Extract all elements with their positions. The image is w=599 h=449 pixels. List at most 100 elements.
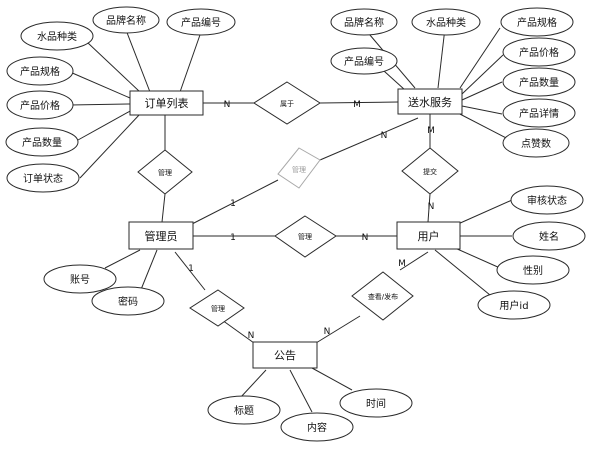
attribute-label: 产品数量 <box>22 136 62 149</box>
cardinality-label: 1 <box>230 233 236 243</box>
connector <box>399 251 429 271</box>
connector <box>221 319 255 344</box>
entity-user: 用户 <box>396 221 461 250</box>
attribute-service-brand-name: 品牌名称 <box>330 8 398 36</box>
attribute-label: 产品规格 <box>517 16 557 29</box>
attribute-notice-time: 时间 <box>339 388 413 418</box>
connector <box>104 249 141 269</box>
connector <box>311 367 353 391</box>
relationship-manage-notice: 管理 <box>189 289 245 327</box>
attribute-service-product-detail: 产品详情 <box>502 98 576 128</box>
relationship-label: 管理 <box>211 304 225 313</box>
entity-order-list: 订单列表 <box>129 90 204 116</box>
entity-notice: 公告 <box>252 341 318 369</box>
connector <box>77 109 133 141</box>
relationship-belongs: 属于 <box>253 81 321 125</box>
relationship-label: 管理 <box>158 168 172 177</box>
attribute-service-water-type: 水品种类 <box>411 8 481 36</box>
cardinality-label: M <box>398 259 406 269</box>
cardinality-label: N <box>248 331 255 341</box>
relationship-manage-service: 管理 <box>277 147 321 189</box>
entity-label: 送水服务 <box>408 95 452 109</box>
cardinality-label: N <box>362 233 369 243</box>
attribute-label: 产品详情 <box>519 107 559 120</box>
attribute-order-water-type: 水品种类 <box>20 21 94 51</box>
cardinality-label: N <box>381 131 388 141</box>
attribute-label: 审核状态 <box>527 194 567 207</box>
attribute-label: 产品规格 <box>20 65 60 78</box>
connector <box>69 103 131 106</box>
cardinality-label: N <box>428 202 435 212</box>
connector <box>139 249 158 293</box>
attribute-service-product-id: 产品编号 <box>330 47 398 75</box>
entity-label: 管理员 <box>145 229 178 243</box>
connector <box>239 369 267 399</box>
entity-delivery-service: 送水服务 <box>397 88 463 115</box>
attribute-notice-title: 标题 <box>207 395 281 425</box>
relationship-submit: 提交 <box>401 147 459 195</box>
attribute-label: 产品编号 <box>181 16 221 29</box>
attribute-order-brand-name: 品牌名称 <box>92 6 160 34</box>
relationship-label: 管理 <box>298 232 312 241</box>
attribute-order-status: 订单状态 <box>6 163 80 193</box>
connector <box>454 247 501 269</box>
connector <box>191 179 279 225</box>
connector <box>437 27 446 89</box>
cardinality-label: N <box>224 100 231 110</box>
attribute-order-product-qty: 产品数量 <box>5 127 79 157</box>
attribute-user-name: 姓名 <box>512 221 586 251</box>
cardinality-label: M <box>427 126 435 136</box>
cardinality-label: 1 <box>188 264 194 274</box>
attribute-label: 性别 <box>523 264 543 277</box>
attribute-label: 时间 <box>366 397 386 410</box>
attribute-notice-content: 内容 <box>280 412 354 442</box>
attribute-user-id: 用户id <box>477 290 551 320</box>
attribute-label: 订单状态 <box>23 172 63 185</box>
attribute-user-gender: 性别 <box>496 255 570 285</box>
attribute-order-product-price: 产品价格 <box>6 90 74 120</box>
attribute-label: 姓名 <box>539 230 559 243</box>
connector <box>79 113 141 179</box>
connector <box>315 315 361 344</box>
connector <box>125 29 151 93</box>
attribute-service-product-spec: 产品规格 <box>500 7 574 37</box>
attribute-label: 密码 <box>118 295 138 308</box>
connector <box>319 117 419 161</box>
connector <box>461 54 504 95</box>
connector <box>319 101 399 104</box>
cardinality-label: 1 <box>230 199 236 209</box>
entity-admin: 管理员 <box>128 221 194 250</box>
connector <box>461 105 503 115</box>
connector <box>434 249 491 296</box>
attribute-admin-account: 账号 <box>43 264 117 294</box>
attribute-service-product-price: 产品价格 <box>502 37 576 67</box>
entity-label: 用户 <box>418 229 440 243</box>
attribute-label: 水品种类 <box>426 16 466 29</box>
attribute-label: 产品价格 <box>519 46 559 59</box>
connector <box>457 199 513 225</box>
attribute-label: 用户id <box>499 299 528 312</box>
attribute-label: 内容 <box>307 421 327 434</box>
entity-label: 订单列表 <box>145 96 189 110</box>
attribute-label: 产品价格 <box>20 99 60 112</box>
cardinality-label: M <box>353 100 361 110</box>
attribute-order-product-spec: 产品规格 <box>6 56 74 86</box>
connector <box>461 81 503 101</box>
relationship-label: 管理 <box>292 165 306 174</box>
relationship-label: 提交 <box>423 167 437 176</box>
connector <box>161 193 166 223</box>
attribute-label: 水品种类 <box>37 30 77 43</box>
attribute-label: 品牌名称 <box>344 16 384 29</box>
attribute-label: 产品编号 <box>344 55 384 68</box>
attribute-user-review-status: 审核状态 <box>510 185 584 215</box>
connector <box>87 42 141 93</box>
entity-label: 公告 <box>274 349 296 362</box>
connector <box>455 111 511 141</box>
relationship-label: 属于 <box>280 100 294 108</box>
attribute-admin-password: 密码 <box>91 286 165 316</box>
relationship-manage-user: 管理 <box>274 215 337 258</box>
connector <box>174 251 206 291</box>
connector <box>459 27 501 89</box>
